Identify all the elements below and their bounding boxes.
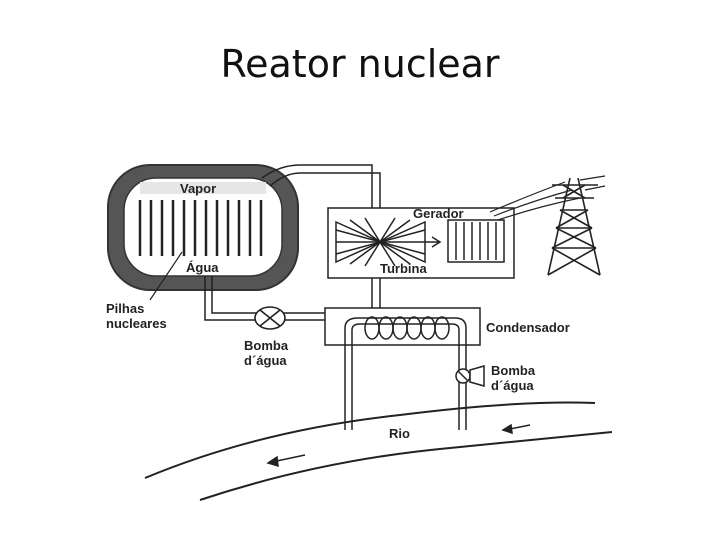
- steam-pipe: [261, 164, 381, 210]
- valve-icon: [455, 365, 485, 387]
- label-rio: Rio: [389, 426, 410, 441]
- condenser-coil: [344, 316, 467, 430]
- transmission-lines: [489, 175, 606, 221]
- condenser-housing: [324, 307, 481, 346]
- pump-icon: [254, 306, 286, 330]
- label-pilhas-line2: nucleares: [106, 316, 167, 331]
- turbine-icon: [335, 217, 442, 267]
- power-tower-icon: [547, 177, 601, 276]
- label-bomba2-line1: Bomba: [491, 363, 536, 378]
- pilhas-pointer: [149, 251, 183, 301]
- label-bomba2-line2: d´água: [491, 378, 534, 393]
- label-vapor: Vapor: [180, 181, 216, 196]
- reactor-vessel: [107, 164, 299, 291]
- label-gerador: Gerador: [413, 206, 464, 221]
- turbine-to-condenser-pipe: [371, 278, 381, 308]
- river: [144, 401, 613, 501]
- label-agua: Água: [186, 260, 219, 275]
- label-pilhas-line1: Pilhas: [106, 301, 144, 316]
- label-bomba1-line2: d´água: [244, 353, 287, 368]
- label-condensador: Condensador: [486, 320, 570, 335]
- flow-arrow-icon: [266, 423, 531, 468]
- slide-title: Reator nuclear: [220, 42, 500, 86]
- fuel-rods: [138, 200, 263, 256]
- generator-icon: [447, 219, 505, 263]
- label-bomba1-line1: Bomba: [244, 338, 289, 353]
- label-turbina: Turbina: [380, 261, 427, 276]
